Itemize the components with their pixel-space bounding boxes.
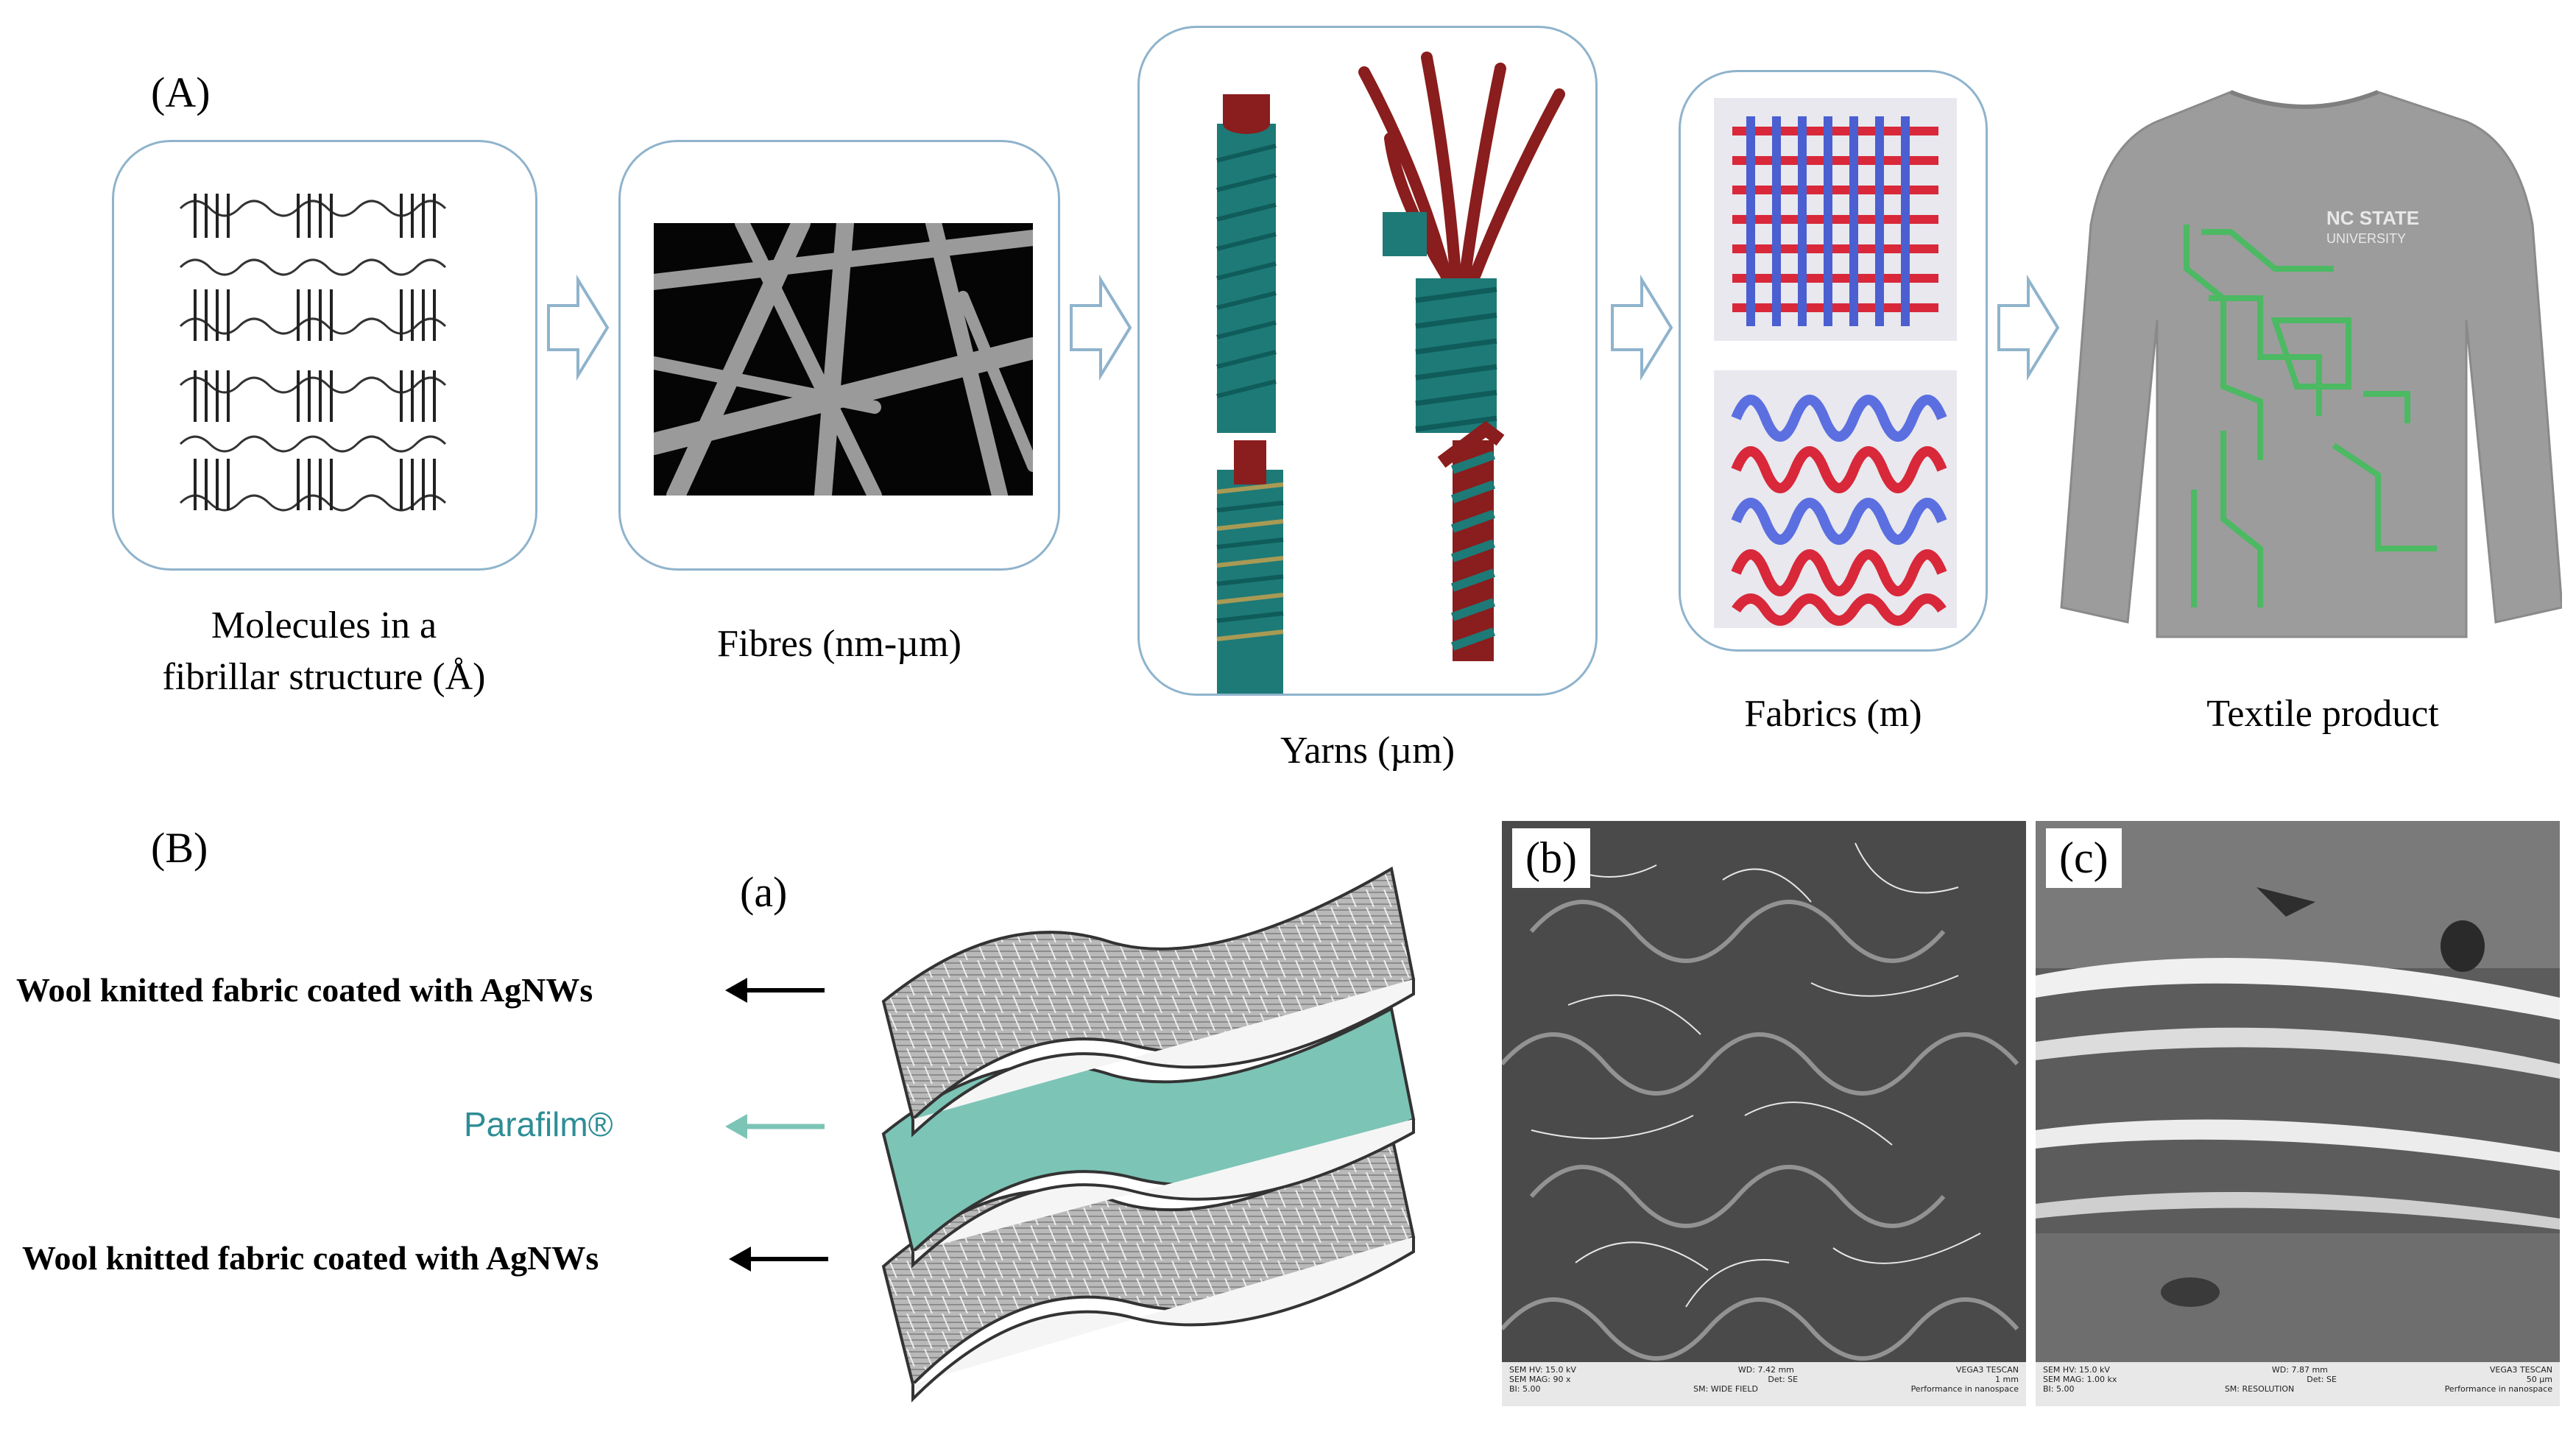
top-layer-arrow [725, 978, 825, 1003]
fabrics-panel [1679, 70, 1988, 652]
sem-c-perf: Performance in nanospace [2444, 1384, 2552, 1394]
sem-c-mag: SEM MAG: 1.00 kx [2043, 1375, 2117, 1384]
sem-b-scale: 1 mm [1995, 1375, 2019, 1384]
sem-b-perf: Performance in nanospace [1910, 1384, 2019, 1394]
yarns-label: Yarns (µm) [1280, 730, 1455, 772]
yarns-panel [1137, 26, 1598, 696]
sem-c-info-bar: SEM HV: 15.0 kV WD: 7.87 mm VEGA3 TESCAN… [2036, 1362, 2560, 1406]
fibres-panel [618, 140, 1060, 571]
fabrics-label: Fabrics (m) [1744, 693, 1922, 735]
sem-c-wd: WD: 7.87 mm [2271, 1365, 2328, 1375]
molecule-structure-image [179, 194, 447, 512]
sem-b-mag: SEM MAG: 90 x [1509, 1375, 1571, 1384]
section-a-letter: (A) [151, 68, 211, 116]
top-layer-label: Wool knitted fabric coated with AgNWs [16, 971, 593, 1009]
molecules-label-line1: Molecules in a [211, 604, 437, 646]
sem-b-letter: (b) [1512, 828, 1590, 888]
parafilm-label: Parafilm® [464, 1105, 613, 1143]
sem-c-bi: BI: 5.00 [2043, 1384, 2075, 1394]
shirt-image: NC STATE UNIVERSITY [2060, 90, 2562, 638]
sem-c-sm: SM: RESOLUTION [2224, 1384, 2295, 1394]
molecules-panel [112, 140, 537, 571]
sem-b-brand: VEGA3 TESCAN [1955, 1365, 2019, 1375]
sem-b-sm: SM: WIDE FIELD [1693, 1384, 1758, 1394]
molecules-label: Molecules in a fibrillar structure (Å) [103, 600, 545, 703]
sem-b-bi: BI: 5.00 [1509, 1384, 1541, 1394]
shirt-logo-line2: UNIVERSITY [2326, 231, 2406, 246]
sem-image-c: (c) SEM HV: 15.0 kV WD: 7.87 mm VEGA3 TE… [2036, 821, 2560, 1406]
fabrics-image [1714, 98, 1957, 628]
sem-b-det: Det: SE [1768, 1375, 1799, 1384]
fibres-label: Fibres (nm-µm) [717, 623, 961, 665]
flow-arrow-4 [1997, 274, 2060, 381]
sem-b-wd: WD: 7.42 mm [1737, 1365, 1794, 1375]
sem-b-texture [1502, 821, 2026, 1362]
bottom-layer-label: Wool knitted fabric coated with AgNWs [22, 1239, 599, 1277]
layered-fabric-illustration [881, 866, 1416, 1403]
shirt-logo-line1: NC STATE [2326, 207, 2419, 229]
flow-arrow-3 [1611, 274, 1673, 381]
sem-c-det: Det: SE [2307, 1375, 2337, 1384]
section-b-letter: (B) [151, 824, 208, 872]
sem-c-scale: 50 µm [2526, 1375, 2552, 1384]
sem-b-info-bar: SEM HV: 15.0 kV WD: 7.42 mm VEGA3 TESCAN… [1502, 1362, 2026, 1406]
textile-product-label: Textile product [2206, 693, 2439, 735]
flow-arrow-1 [547, 274, 610, 381]
bottom-layer-arrow [729, 1247, 828, 1272]
subpanel-a-letter: (a) [740, 868, 788, 916]
sem-image-b: (b) SEM HV: 15.0 kV WD: 7.42 mm VEGA3 TE… [1502, 821, 2026, 1406]
sem-b-hv: SEM HV: 15.0 kV [1509, 1365, 1576, 1375]
sem-c-texture [2036, 821, 2560, 1362]
sem-c-hv: SEM HV: 15.0 kV [2043, 1365, 2110, 1375]
sem-c-letter: (c) [2046, 828, 2122, 888]
sem-c-brand: VEGA3 TESCAN [2489, 1365, 2552, 1375]
fibres-image [654, 223, 1033, 496]
molecules-label-line2: fibrillar structure (Å) [162, 656, 486, 699]
flow-arrow-2 [1070, 274, 1132, 381]
parafilm-arrow [725, 1114, 825, 1139]
yarns-image [1216, 52, 1565, 694]
